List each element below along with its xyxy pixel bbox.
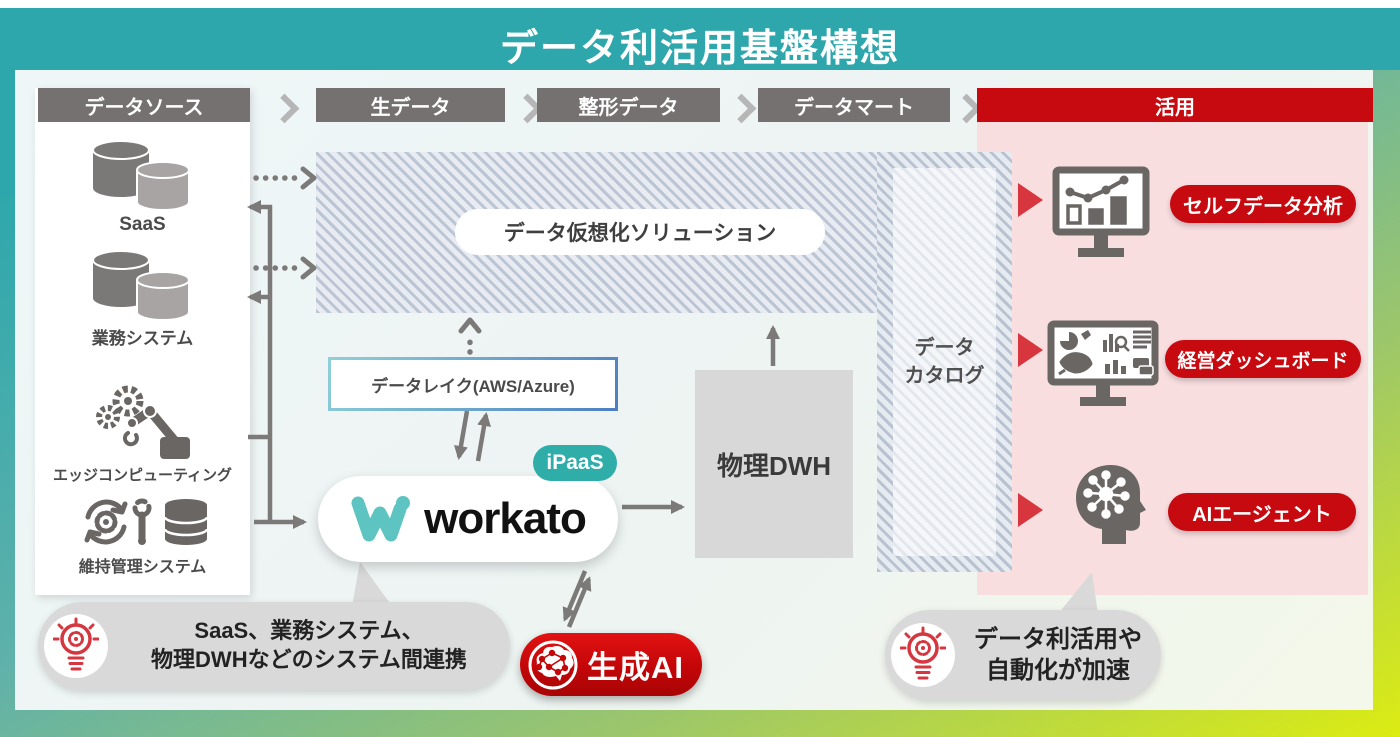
- edge-computing-icon: [96, 385, 190, 459]
- database-pair-icon: [92, 250, 190, 321]
- stage-data-mart: データマート: [758, 88, 950, 122]
- ipaas-badge: iPaaS: [533, 445, 617, 481]
- data-catalog-label: データ カタログ: [893, 168, 996, 556]
- title-band: [0, 8, 1400, 70]
- callout-tail: [352, 562, 392, 606]
- data-virtualization-pill: データ仮想化ソリューション: [455, 209, 825, 255]
- source-label-business-system: 業務システム: [91, 329, 194, 348]
- callout-left-line1: SaaS、業務システム、: [194, 618, 424, 644]
- source-label-saas: SaaS: [119, 214, 166, 235]
- usage-pill-self-analytics: セルフデータ分析: [1170, 185, 1356, 223]
- workato-w-icon: [351, 496, 411, 542]
- physical-dwh-box: 物理DWH: [695, 370, 853, 558]
- callout-acceleration: データ利活用や 自動化が加速: [885, 610, 1161, 700]
- maintenance-system-icon: [84, 498, 209, 545]
- ai-head-icon: [1076, 465, 1146, 544]
- source-label-maintenance-system: 維持管理システム: [78, 559, 207, 576]
- red-arrow-icon: [1018, 183, 1043, 217]
- workato-pill: workato: [318, 476, 618, 562]
- red-arrow-icon: [1018, 493, 1043, 527]
- lightbulb-circle: [44, 614, 108, 678]
- database-pair-icon: [92, 140, 190, 211]
- data-lake-box: データレイク(AWS/Azure): [328, 357, 618, 411]
- workato-brand: workato: [424, 494, 587, 543]
- dashboard-monitor-icon: [1047, 320, 1159, 406]
- page-title: データ利活用基盤構想: [499, 28, 900, 70]
- brain-network-icon: [528, 640, 578, 689]
- callout-left-line2: 物理DWHなどのシステム間連携: [151, 647, 467, 672]
- source-label-edge-computing: エッジコンピューティング: [52, 467, 233, 484]
- analytics-monitor-icon: [1052, 166, 1150, 257]
- lightbulb-circle: [891, 623, 955, 687]
- stage-utilization: 活用: [977, 88, 1373, 122]
- stage-raw-data: 生データ: [316, 88, 505, 122]
- genai-label: 生成AI: [587, 650, 684, 685]
- lightbulb-icon: [53, 617, 99, 671]
- usage-pill-ai-agent: AIエージェント: [1168, 493, 1356, 531]
- red-arrow-icon: [1018, 333, 1043, 367]
- callout-tail: [1058, 572, 1098, 614]
- callout-right-line1: データ利活用や: [974, 625, 1142, 653]
- callout-system-integration: SaaS、業務システム、 物理DWHなどのシステム間連携: [38, 602, 510, 690]
- stage-data-source: データソース: [38, 88, 250, 122]
- genai-pill: 生成AI: [520, 633, 702, 696]
- callout-right-line2: 自動化が加速: [986, 657, 1130, 684]
- stage-shaped-data: 整形データ: [537, 88, 720, 122]
- lightbulb-icon: [900, 626, 946, 680]
- usage-pill-dashboard: 経営ダッシュボード: [1165, 340, 1361, 378]
